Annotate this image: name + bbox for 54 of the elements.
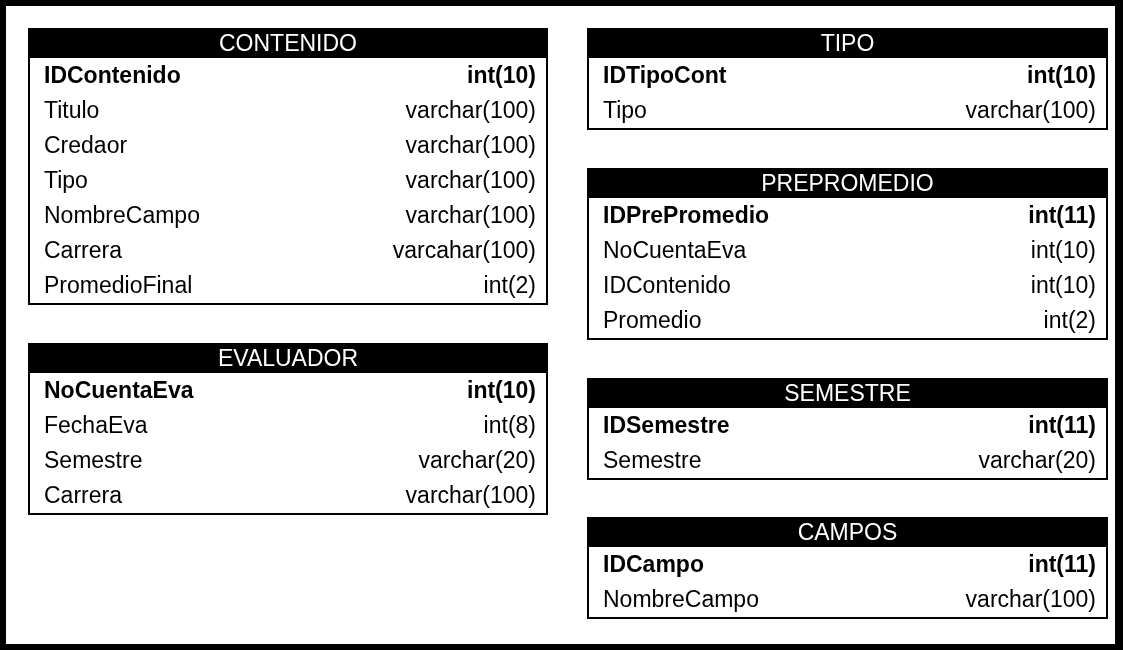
field-name: Credaor	[44, 132, 128, 159]
field-type: int(11)	[1028, 551, 1096, 578]
table-card	[28, 28, 548, 305]
field-name: Carrera	[44, 237, 122, 264]
table-header: CONTENIDO	[30, 28, 546, 58]
field-name: IDContenido	[603, 272, 731, 299]
field-type: int(10)	[467, 377, 536, 404]
primary-key-name: NoCuentaEva	[44, 377, 194, 404]
field-name: PromedioFinal	[44, 272, 193, 299]
field-name: Tipo	[44, 167, 88, 194]
field-name: Semestre	[44, 447, 143, 474]
primary-key-name: IDTipoCont	[603, 62, 727, 89]
field-type: int(11)	[1028, 202, 1096, 229]
primary-key-name: IDPrePromedio	[603, 202, 770, 229]
field-type: varchar(20)	[978, 447, 1096, 474]
field-name: NombreCampo	[44, 202, 200, 229]
field-type: varchar(100)	[405, 97, 536, 124]
field-type: int(11)	[1028, 412, 1096, 439]
field-type: varchar(100)	[405, 202, 536, 229]
table-card	[28, 343, 548, 515]
field-type: varchar(100)	[965, 586, 1096, 613]
table-header: CAMPOS	[589, 517, 1106, 547]
field-type: varchar(100)	[405, 167, 536, 194]
field-name: Promedio	[603, 307, 702, 334]
field-type: varchar(100)	[405, 482, 536, 509]
field-type: int(10)	[1027, 62, 1096, 89]
field-name: NoCuentaEva	[603, 237, 747, 264]
field-type: int(8)	[483, 412, 536, 439]
table-card	[587, 168, 1108, 340]
table-header: EVALUADOR	[30, 343, 546, 373]
primary-key-name: IDSemestre	[603, 412, 730, 439]
field-type: varchar(20)	[418, 447, 536, 474]
table-card	[587, 517, 1108, 619]
primary-key-name: IDContenido	[44, 62, 181, 89]
field-type: varchar(100)	[405, 132, 536, 159]
table-card	[587, 378, 1108, 480]
table-header: PREPROMEDIO	[589, 168, 1106, 198]
primary-key-name: IDCampo	[603, 551, 704, 578]
field-name: NombreCampo	[603, 586, 759, 613]
field-type: int(2)	[483, 272, 536, 299]
field-type: varcahar(100)	[392, 237, 536, 264]
field-type: int(10)	[1030, 237, 1096, 264]
field-name: Tipo	[603, 97, 647, 124]
field-type: int(2)	[1043, 307, 1096, 334]
table-header: TIPO	[589, 28, 1106, 58]
field-type: int(10)	[467, 62, 536, 89]
table-card	[587, 28, 1108, 130]
field-name: Carrera	[44, 482, 122, 509]
field-type: varchar(100)	[965, 97, 1096, 124]
table-header: SEMESTRE	[589, 378, 1106, 408]
field-name: Titulo	[44, 97, 100, 124]
field-name: FechaEva	[44, 412, 148, 439]
field-name: Semestre	[603, 447, 702, 474]
field-type: int(10)	[1030, 272, 1096, 299]
